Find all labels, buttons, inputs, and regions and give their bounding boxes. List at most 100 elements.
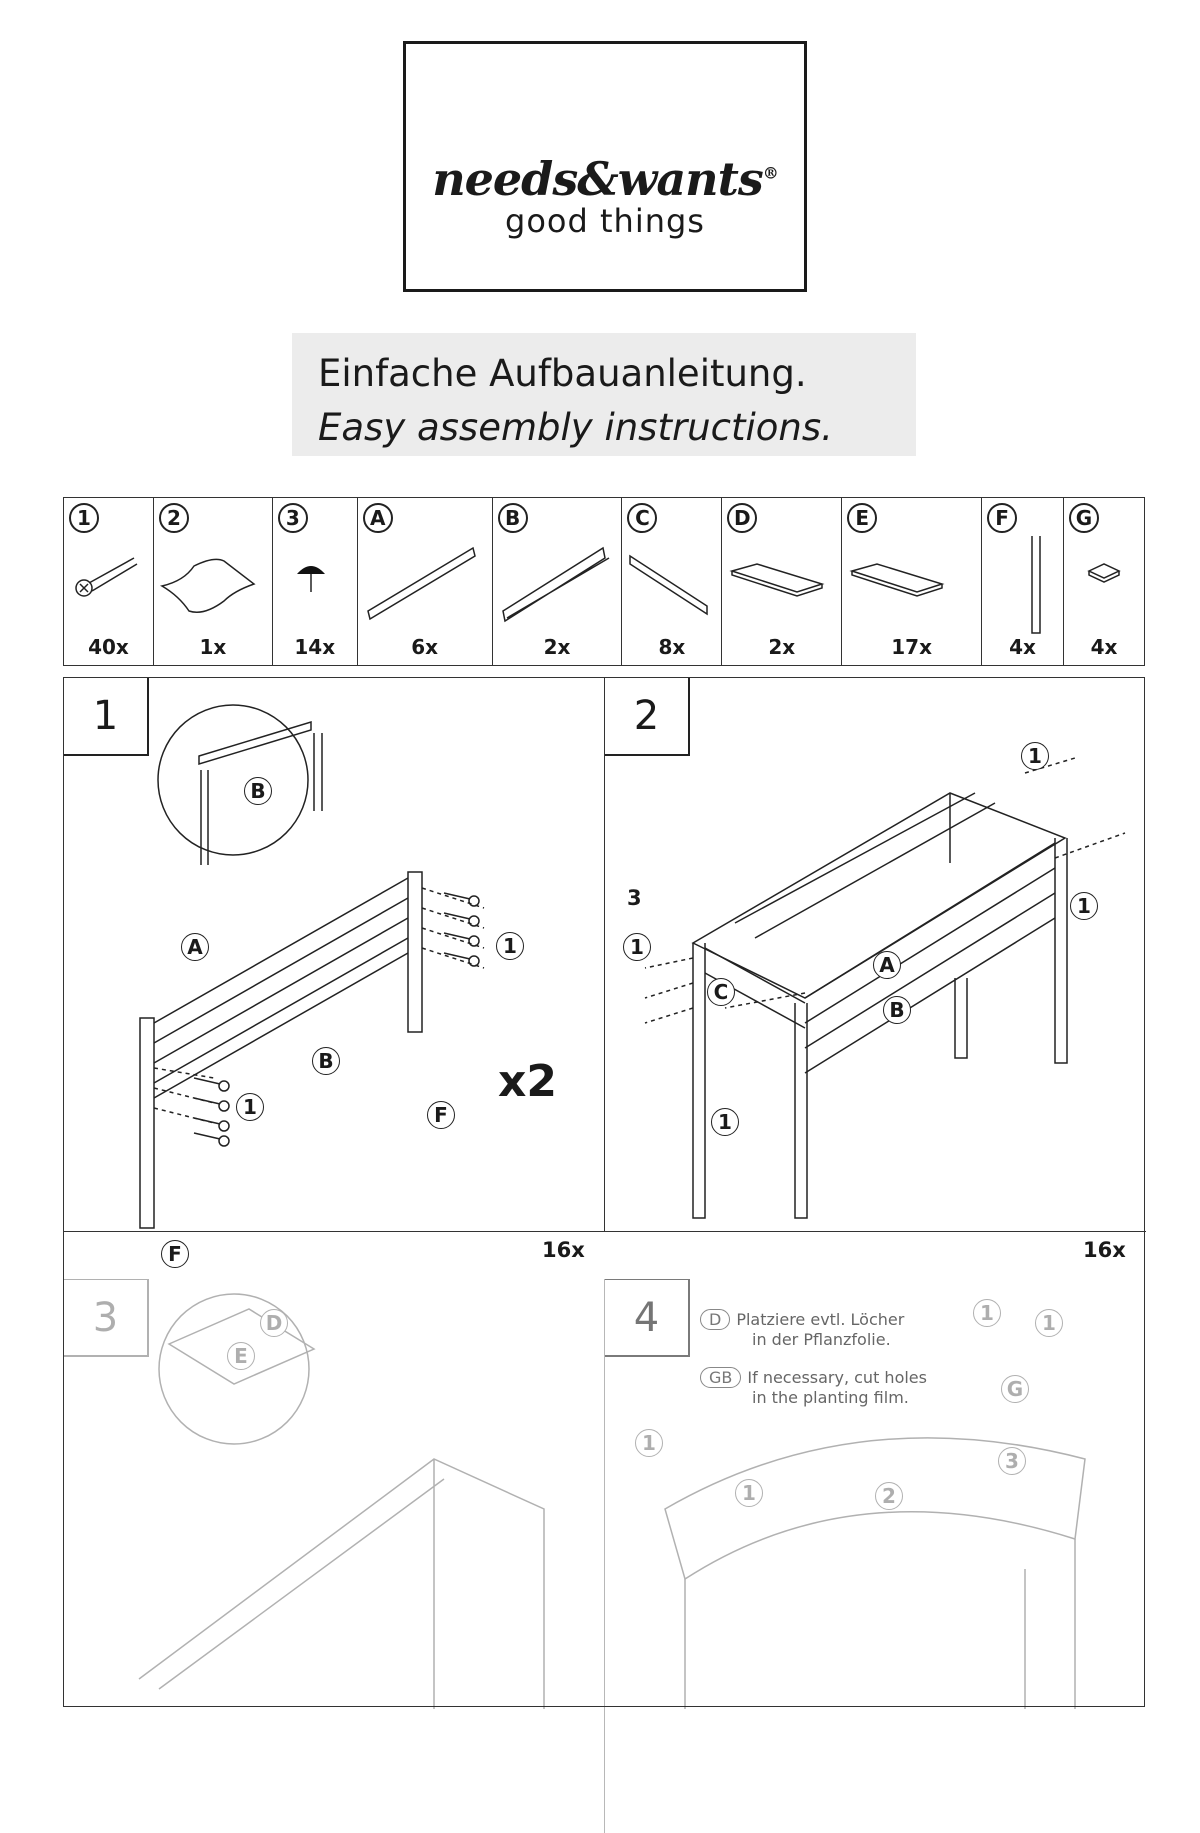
- part-id: F: [987, 503, 1018, 533]
- part-label-a: A: [181, 933, 209, 961]
- title-english: Easy assembly instructions.: [318, 406, 833, 449]
- part-f: F 4x: [981, 497, 1064, 666]
- note-line: in the planting film.: [752, 1388, 909, 1407]
- leg-post-icon: [1031, 536, 1041, 634]
- part-quantity: 14x: [294, 635, 336, 659]
- parts-list: 1 40x 2 1x 3 14x A 6x B 2x C 8x D 2x E 17x F 4x G 4x: [63, 497, 1146, 666]
- part-label-f: F: [427, 1101, 455, 1129]
- part-id: E: [847, 503, 878, 533]
- screw-icon: [193, 1097, 230, 1112]
- step-4-illustration: [664, 1437, 1086, 1709]
- step-2: 2 1 1 1 1 3 C A B 16x: [605, 678, 1146, 1262]
- note-line: in der Pflanzfolie.: [752, 1330, 891, 1349]
- part-label-g: G: [1001, 1375, 1029, 1403]
- step-number: 1: [64, 678, 149, 756]
- screw-icon: [443, 892, 480, 907]
- step-1: 1 B A B 1 1 F F x2 16x: [64, 678, 605, 1268]
- title-box: Einfache Aufbauanleitung. Easy assembly …: [292, 333, 916, 456]
- brand-name: needs&wants®: [406, 152, 804, 206]
- part-label-b: B: [244, 777, 272, 805]
- part-id: 2: [158, 503, 189, 533]
- part-quantity: 17x: [891, 635, 932, 659]
- note-line: If necessary, cut holes: [747, 1368, 927, 1387]
- screw-count: 16x: [542, 1238, 585, 1262]
- screw-label-1: 1: [1070, 892, 1098, 920]
- screw-icon: [443, 952, 480, 967]
- assembly-steps: 1 B A B 1 1 F F x2 16x 2 1 1 1 1 3: [63, 677, 1146, 1833]
- grooved-board-icon: [501, 546, 609, 623]
- screw-count: 16x: [1083, 1238, 1126, 1262]
- part-quantity: 4x: [1009, 635, 1036, 659]
- part-d: D 2x: [721, 497, 843, 666]
- part-1: 1 40x: [63, 497, 154, 666]
- step-number: 2: [605, 678, 690, 756]
- part-id: C: [627, 503, 658, 533]
- part-b: B 2x: [491, 497, 623, 666]
- screw-icon: [193, 1132, 230, 1147]
- step-3: 3 D E: [64, 1279, 605, 1833]
- brand-tagline: good things: [505, 202, 705, 240]
- title-german: Einfache Aufbauanleitung.: [318, 352, 807, 395]
- screw-label-1: 1: [635, 1429, 663, 1457]
- part-quantity: 4x: [1090, 635, 1118, 659]
- part-label-f: F: [161, 1240, 189, 1268]
- registered-mark: ®: [762, 163, 779, 183]
- part-e: E 17x: [841, 497, 983, 666]
- screw-icon: [443, 912, 480, 927]
- brand-text: needs&wants: [432, 152, 764, 206]
- tack-icon: [296, 566, 325, 592]
- part-label-c: C: [707, 978, 735, 1006]
- part-id: D: [727, 503, 758, 533]
- cap-icon: [1087, 563, 1121, 583]
- step-3-illustration: [138, 1293, 545, 1709]
- short-board-icon: [629, 554, 709, 616]
- part-id: 1: [69, 503, 99, 533]
- part-id: A: [362, 503, 393, 533]
- screw-label-1: 1: [735, 1479, 763, 1507]
- part-2: 2 1x: [152, 497, 273, 666]
- screw-icon: [193, 1117, 230, 1132]
- flat-slat-icon: [849, 563, 945, 597]
- screw-icon: [443, 932, 480, 947]
- step-1-illustration: [139, 704, 485, 1229]
- brand-logo: needs&wants® good things: [403, 41, 807, 292]
- board-icon: [366, 546, 476, 621]
- part-id: 3: [277, 503, 308, 533]
- screw-icon: [193, 1077, 230, 1092]
- part-label-a: A: [873, 951, 901, 979]
- part-quantity: 8x: [658, 635, 686, 659]
- planting-film-icon: [159, 558, 256, 613]
- step-2-illustration: [644, 757, 1126, 1219]
- multiplier: x2: [498, 1056, 557, 1107]
- flat-slat-icon: [729, 563, 825, 597]
- part-c: C 8x: [621, 497, 723, 666]
- part-label-e: E: [227, 1342, 255, 1370]
- note-line: Platziere evtl. Löcher: [736, 1310, 905, 1329]
- screw-icon: [75, 557, 138, 597]
- screw-label-1: 1: [973, 1299, 1001, 1327]
- screw-label-1: 1: [1035, 1309, 1063, 1337]
- part-g: G 4x: [1062, 497, 1146, 666]
- film-label-2: 2: [875, 1482, 903, 1510]
- part-quantity: 40x: [88, 635, 129, 659]
- step-number: 3: [64, 1279, 149, 1357]
- part-label-d: D: [260, 1309, 288, 1337]
- screw-label-1: 1: [236, 1093, 264, 1121]
- tack-label-3: 3: [998, 1447, 1026, 1475]
- tack-label-3: 3: [627, 886, 642, 910]
- part-3: 3 14x: [271, 497, 358, 666]
- part-id: G: [1068, 503, 1099, 533]
- part-quantity: 2x: [768, 635, 796, 659]
- part-quantity: 1x: [199, 635, 227, 659]
- part-id: B: [497, 503, 528, 533]
- screw-label-1: 1: [623, 933, 651, 961]
- part-quantity: 2x: [543, 635, 571, 659]
- step-number: 4: [605, 1279, 690, 1357]
- screw-label-1: 1: [496, 932, 524, 960]
- part-label-b: B: [312, 1047, 340, 1075]
- part-quantity: 6x: [411, 635, 439, 659]
- part-a: A 6x: [356, 497, 493, 666]
